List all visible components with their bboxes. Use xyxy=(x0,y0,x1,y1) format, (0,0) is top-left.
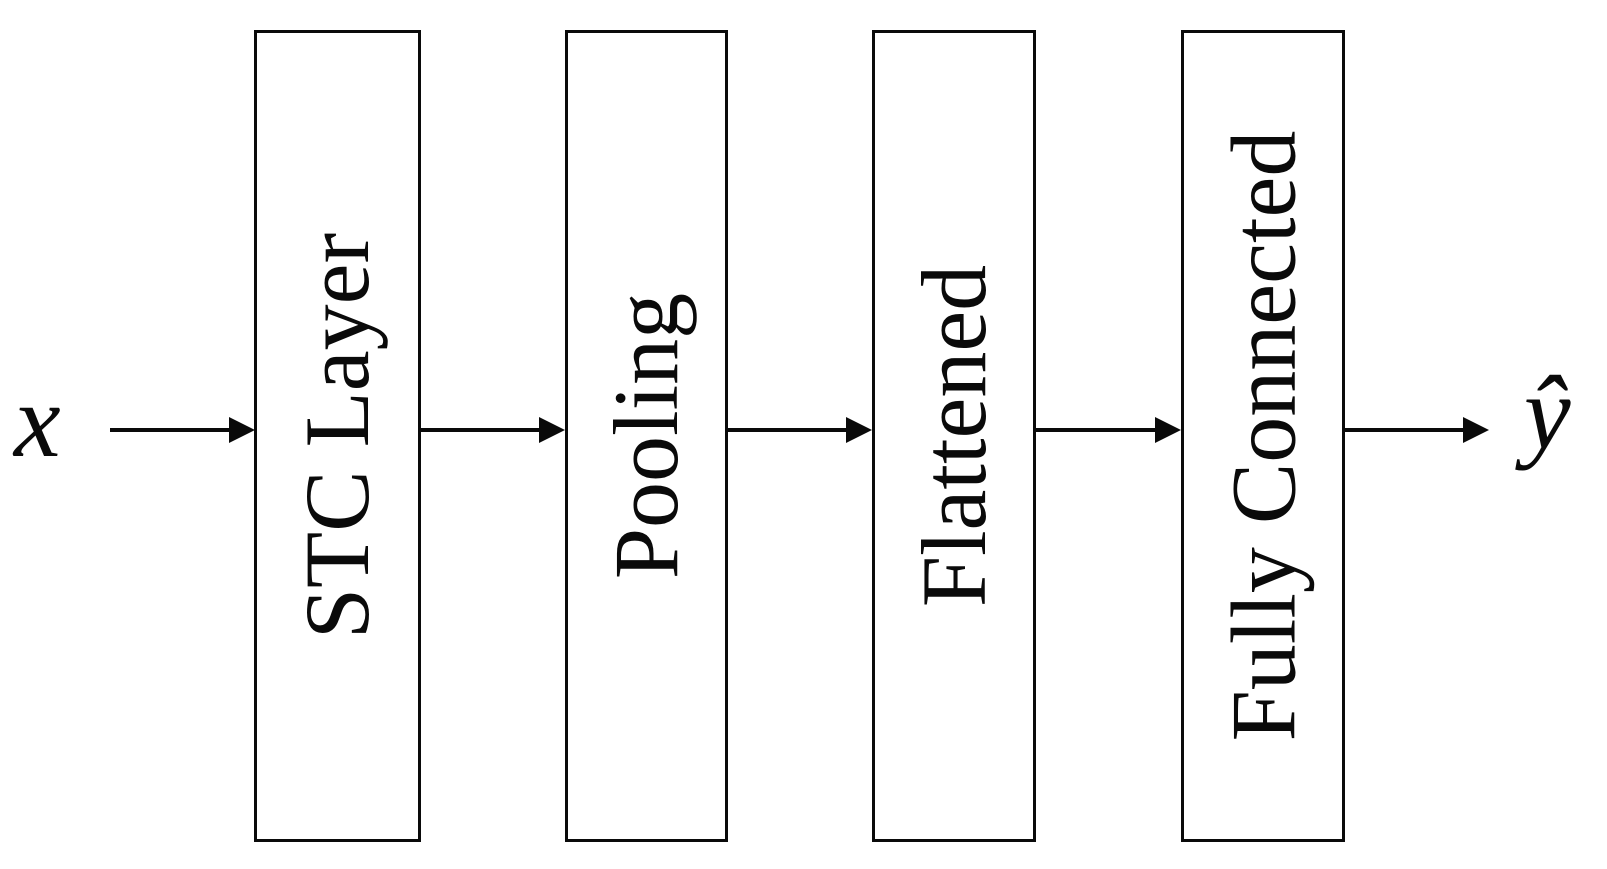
block-pooling: Pooling xyxy=(565,30,728,842)
block-flattened: Flattened xyxy=(872,30,1036,842)
block-fully-connected: Fully Connected xyxy=(1181,30,1345,842)
block-stc-layer: STC Layer xyxy=(254,30,421,842)
flow-arrow-flattened-to-fc xyxy=(1036,417,1181,443)
flow-arrow-stc-to-pooling xyxy=(421,417,565,443)
block-label-stc-layer: STC Layer xyxy=(286,232,389,640)
input-label: x xyxy=(14,362,61,479)
flow-arrow-fc-to-output xyxy=(1345,417,1489,443)
block-label-flattened: Flattened xyxy=(903,264,1006,608)
block-label-pooling: Pooling xyxy=(595,292,698,580)
flow-arrow-pooling-to-flattened xyxy=(728,417,872,443)
flow-arrow-input-to-stc xyxy=(110,417,255,443)
output-label: ŷ xyxy=(1524,354,1571,471)
block-label-fully-connected: Fully Connected xyxy=(1212,130,1314,742)
